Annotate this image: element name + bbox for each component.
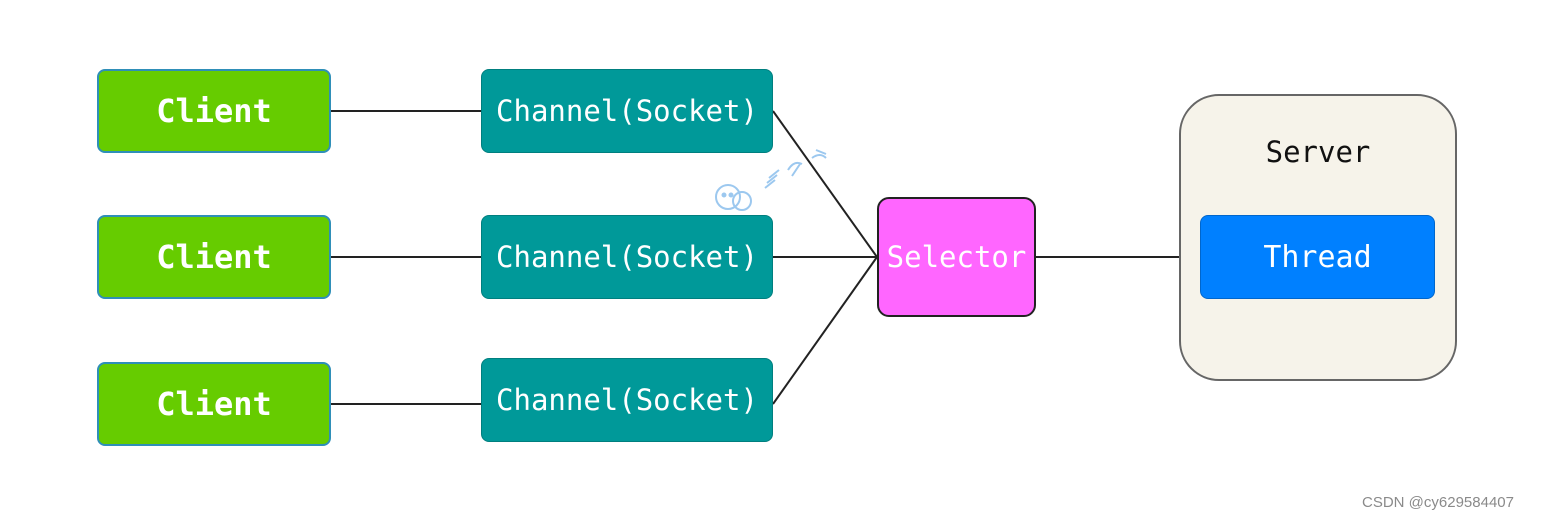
channel-label: Channel(Socket)	[496, 240, 758, 274]
watermark-chat-icon	[715, 149, 827, 211]
client-node-1: Client	[97, 69, 331, 153]
client-node-2: Client	[97, 215, 331, 299]
edge-channel-3-to-selector	[772, 256, 878, 405]
watermark-text: CSDN @cy629584407	[1362, 494, 1514, 511]
channel-node-2: Channel(Socket)	[481, 215, 773, 299]
thread-node: Thread	[1200, 215, 1435, 299]
client-label: Client	[156, 238, 272, 276]
channel-node-3: Channel(Socket)	[481, 358, 773, 442]
client-node-3: Client	[97, 362, 331, 446]
edge-channel-1-to-selector	[772, 110, 878, 258]
selector-label: Selector	[886, 240, 1027, 274]
channel-node-1: Channel(Socket)	[481, 69, 773, 153]
client-label: Client	[156, 385, 272, 423]
thread-label: Thread	[1263, 239, 1372, 275]
channel-label: Channel(Socket)	[496, 383, 758, 417]
channel-label: Channel(Socket)	[496, 94, 758, 128]
selector-node: Selector	[877, 197, 1036, 317]
server-label: Server	[1265, 135, 1371, 169]
client-label: Client	[156, 92, 272, 130]
